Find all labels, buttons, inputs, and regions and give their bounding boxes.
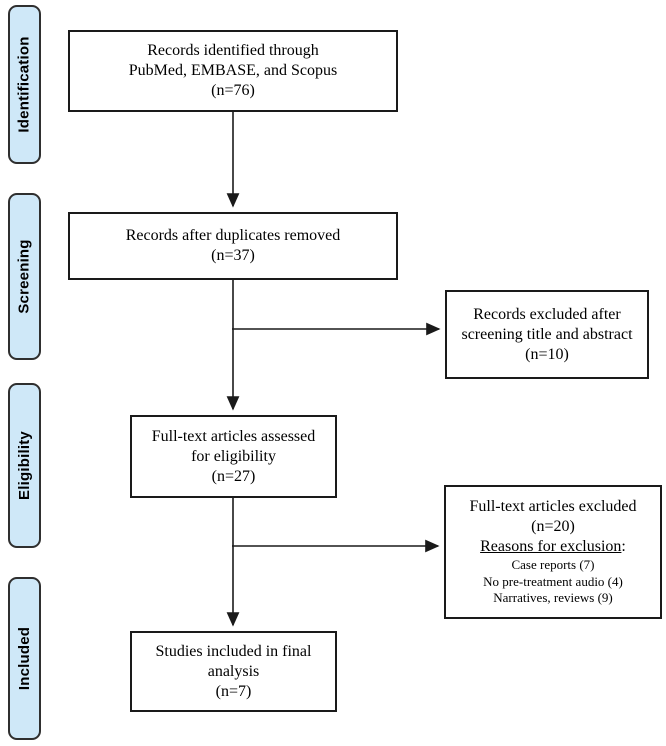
box-records-identified: Records identified through PubMed, EMBAS… (68, 30, 398, 112)
stage-included: Included (8, 577, 41, 740)
box-text-line: Full-text articles excluded (469, 498, 637, 516)
box-studies-included: Studies included in final analysis (n=7) (130, 631, 337, 712)
reason-item: Narratives, reviews (9) (493, 590, 613, 606)
box-duplicates-removed: Records after duplicates removed (n=37) (68, 212, 398, 280)
reasons-heading-colon: : (621, 538, 626, 556)
reason-item: No pre-treatment audio (4) (483, 573, 623, 589)
box-text-line: Studies included in final (155, 642, 312, 660)
box-count: (n=76) (211, 82, 255, 99)
box-fulltext-assessed: Full-text articles assessed for eligibil… (130, 415, 337, 498)
stage-label: Eligibility (16, 431, 33, 500)
box-count: (n=20) (531, 518, 575, 536)
stage-label: Screening (16, 239, 34, 314)
box-count: (n=10) (525, 345, 569, 363)
box-count: (n=27) (211, 467, 256, 485)
stage-label: Identification (16, 36, 34, 133)
box-text-line: Full-text articles assessed (151, 427, 316, 445)
box-text-line: analysis (207, 662, 260, 680)
box-fulltext-excluded: Full-text articles excluded (n=20) Reaso… (444, 485, 662, 619)
box-count: (n=7) (215, 682, 252, 700)
box-text-line: for eligibility (191, 447, 276, 465)
box-count: (n=37) (211, 247, 255, 264)
box-text-line: Records excluded after (473, 305, 621, 323)
reason-item: Case reports (7) (511, 557, 595, 573)
reasons-heading-text: Reasons for exclusion (480, 538, 622, 556)
stage-identification: Identification (8, 5, 41, 164)
stage-screening: Screening (8, 193, 41, 360)
box-text-line: Records after duplicates removed (125, 227, 341, 244)
stage-label: Included (16, 626, 33, 691)
box-records-excluded-screening: Records excluded after screening title a… (445, 290, 649, 379)
box-text-line: PubMed, EMBASE, and Scopus (128, 62, 338, 79)
box-text-line: screening title and abstract (461, 325, 633, 343)
box-text-line: Records identified through (147, 42, 319, 59)
stage-eligibility: Eligibility (8, 383, 41, 548)
reasons-heading: Reasons for exclusion: (480, 537, 626, 557)
